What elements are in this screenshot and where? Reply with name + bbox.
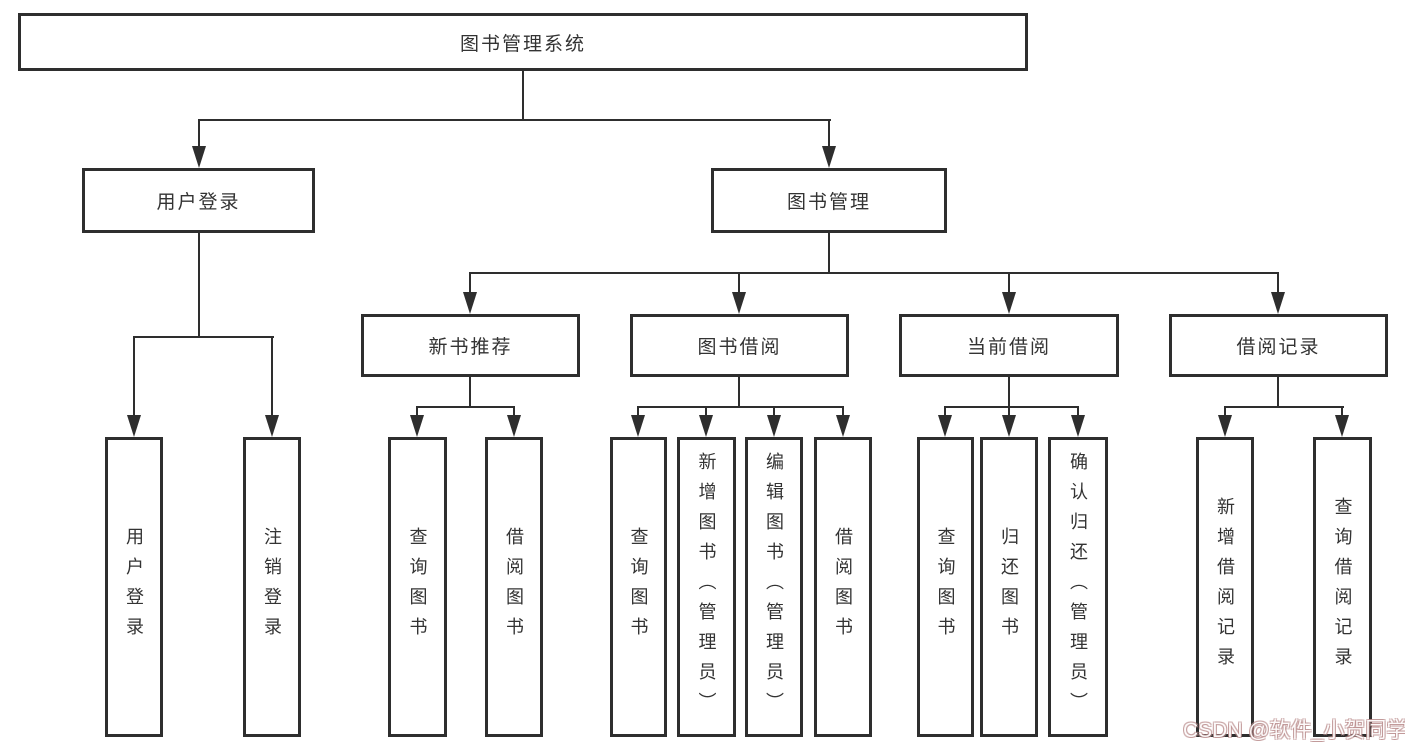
arrowhead-down-icon: [822, 146, 836, 168]
arrowhead-down-icon: [127, 415, 141, 437]
connector-line: [1008, 406, 1010, 417]
connector-line: [198, 233, 200, 338]
connector-line: [416, 406, 418, 417]
connector-line: [637, 406, 844, 408]
node-new-book-recommend-label: 新书推荐: [428, 337, 513, 358]
connector-line: [828, 233, 830, 274]
arrowhead-down-icon: [1335, 415, 1349, 437]
arrowhead-down-icon: [192, 146, 206, 168]
connector-line: [1224, 406, 1226, 417]
leaf-query-books-3-label: 查询图书: [935, 527, 956, 647]
leaf-edit-books-admin-label: 编辑图书（管理员）: [764, 452, 784, 722]
connector-line: [1341, 406, 1343, 417]
connector-line: [513, 406, 515, 417]
leaf-confirm-return-admin: 确认归还（管理员）: [1048, 437, 1108, 737]
leaf-add-books-admin: 新增图书（管理员）: [677, 437, 736, 737]
connector-line: [1224, 406, 1344, 408]
leaf-add-books-admin-label: 新增图书（管理员）: [696, 452, 717, 722]
arrowhead-down-icon: [265, 415, 279, 437]
leaf-query-books-3: 查询图书: [917, 437, 974, 737]
leaf-query-books-2: 查询图书: [610, 437, 667, 737]
arrowhead-down-icon: [699, 415, 713, 437]
node-current-borrow-label: 当前借阅: [966, 337, 1051, 358]
leaf-user-login-label: 用户登录: [124, 527, 144, 647]
node-book-borrow-label: 图书借阅: [697, 337, 782, 358]
arrowhead-down-icon: [938, 415, 952, 437]
connector-line: [198, 119, 831, 121]
leaf-confirm-return-admin-label: 确认归还（管理员）: [1068, 452, 1088, 722]
connector-line: [705, 406, 707, 417]
connector-line: [1008, 377, 1010, 408]
connector-line: [1008, 272, 1010, 294]
arrowhead-down-icon: [1271, 292, 1285, 314]
connector-line: [842, 406, 844, 417]
arrowhead-down-icon: [410, 415, 424, 437]
node-root-label: 图书管理系统: [459, 33, 586, 55]
connector-line: [944, 406, 946, 417]
leaf-query-borrow-record-label: 查询借阅记录: [1332, 497, 1353, 677]
node-root: 图书管理系统: [18, 13, 1028, 71]
leaf-user-login: 用户登录: [105, 437, 163, 737]
connector-line: [522, 71, 524, 119]
connector-line: [828, 119, 830, 148]
leaf-borrow-books-2: 借阅图书: [814, 437, 872, 737]
arrowhead-down-icon: [507, 415, 521, 437]
leaf-borrow-books-1-label: 借阅图书: [504, 527, 524, 647]
connector-line: [469, 377, 471, 408]
connector-line: [1077, 406, 1079, 417]
connector-line: [416, 406, 515, 408]
connector-line: [1277, 272, 1279, 294]
arrowhead-down-icon: [463, 292, 477, 314]
node-user-login: 用户登录: [82, 168, 315, 233]
connector-line: [198, 119, 200, 148]
connector-line: [773, 406, 775, 417]
node-new-book-recommend: 新书推荐: [361, 314, 580, 377]
arrowhead-down-icon: [1071, 415, 1085, 437]
connector-line: [637, 406, 639, 417]
arrowhead-down-icon: [1218, 415, 1232, 437]
arrowhead-down-icon: [1002, 292, 1016, 314]
leaf-borrow-books-2-label: 借阅图书: [833, 527, 853, 647]
leaf-logout: 注销登录: [243, 437, 301, 737]
connector-line: [738, 272, 740, 294]
node-borrow-records-label: 借阅记录: [1236, 337, 1321, 358]
connector-line: [271, 336, 273, 417]
node-borrow-records: 借阅记录: [1169, 314, 1388, 377]
connector-line: [133, 336, 274, 338]
leaf-query-books-2-label: 查询图书: [628, 527, 649, 647]
leaf-add-borrow-record: 新增借阅记录: [1196, 437, 1254, 737]
node-book-borrow: 图书借阅: [630, 314, 849, 377]
leaf-query-books-1: 查询图书: [388, 437, 447, 737]
node-book-management-label: 图书管理: [786, 192, 871, 213]
csdn-watermark: CSDN @软件_小贺同学: [1183, 719, 1405, 742]
node-book-management: 图书管理: [711, 168, 947, 233]
leaf-borrow-books-1: 借阅图书: [485, 437, 543, 737]
arrowhead-down-icon: [836, 415, 850, 437]
connector-line: [469, 272, 471, 294]
arrowhead-down-icon: [767, 415, 781, 437]
node-user-login-label: 用户登录: [156, 192, 241, 213]
node-current-borrow: 当前借阅: [899, 314, 1119, 377]
arrowhead-down-icon: [732, 292, 746, 314]
connector-line: [133, 336, 135, 417]
leaf-query-books-1-label: 查询图书: [407, 527, 428, 647]
leaf-add-borrow-record-label: 新增借阅记录: [1215, 497, 1235, 677]
connector-line: [469, 272, 1279, 274]
connector-line: [944, 406, 1079, 408]
connector-line: [738, 377, 740, 408]
leaf-return-books-label: 归还图书: [999, 527, 1019, 647]
arrowhead-down-icon: [1002, 415, 1016, 437]
leaf-logout-label: 注销登录: [262, 527, 282, 647]
arrowhead-down-icon: [631, 415, 645, 437]
leaf-edit-books-admin: 编辑图书（管理员）: [745, 437, 803, 737]
leaf-query-borrow-record: 查询借阅记录: [1313, 437, 1372, 737]
leaf-return-books: 归还图书: [980, 437, 1038, 737]
connector-line: [1277, 377, 1279, 408]
